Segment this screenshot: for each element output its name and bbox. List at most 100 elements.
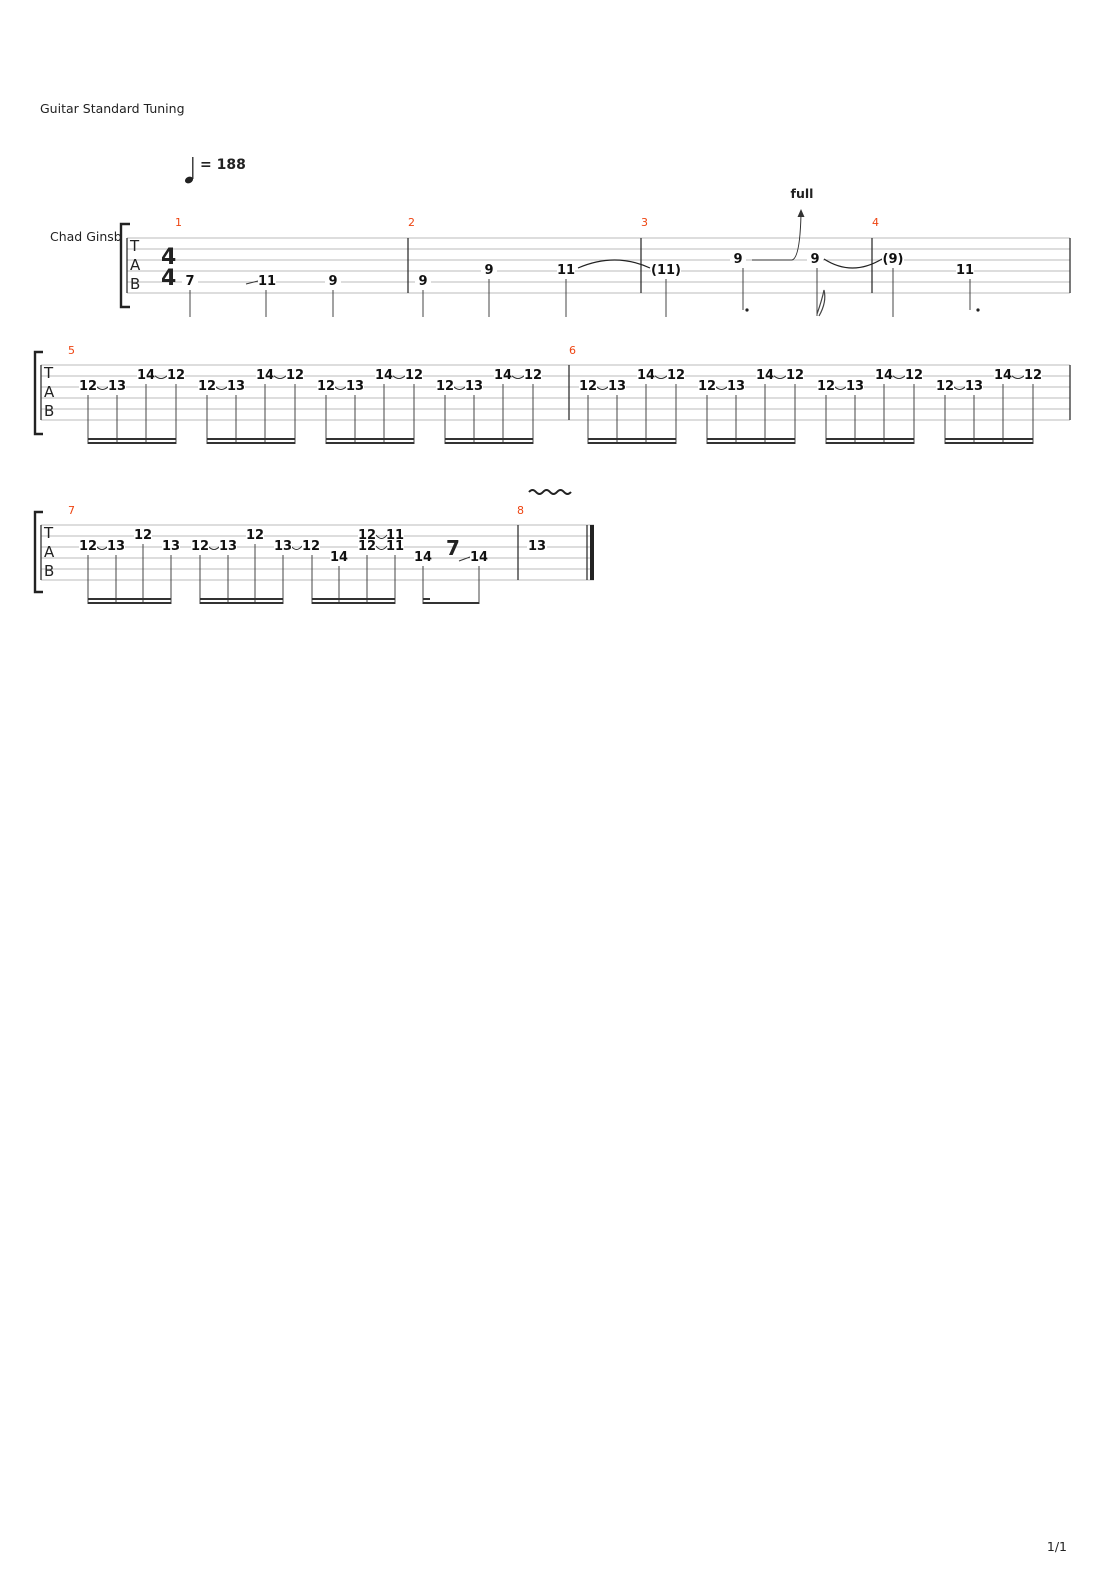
tab-letter-a: A xyxy=(44,383,55,401)
legato-arc xyxy=(333,385,348,390)
legato-arc xyxy=(772,374,788,379)
beam xyxy=(707,442,795,444)
fret-number: 13 xyxy=(965,379,983,394)
page-number: 1/1 xyxy=(1047,1539,1067,1554)
measure-number: 1 xyxy=(175,216,182,229)
sixteenth-note-groups: 12 13 14 12 12 13 14 12 12 13 14 12 12 13 14 12 12 13 14 12… xyxy=(79,368,1042,444)
measure-3: (11) 9 full 9 xyxy=(651,186,883,317)
tab-letter-b: B xyxy=(130,275,140,293)
fret-number: (9) xyxy=(883,252,904,267)
measure-2: 9 9 11 xyxy=(415,259,651,317)
time-signature-bottom: 4 xyxy=(161,266,176,291)
legato-arc xyxy=(833,385,848,390)
beam xyxy=(312,598,395,600)
fret-number: 14 xyxy=(330,550,348,565)
legato-arc xyxy=(891,374,907,379)
legato-arc xyxy=(214,385,229,390)
fret-number: 12 xyxy=(405,368,423,383)
fret-number: 9 xyxy=(810,252,819,267)
fret-number: 13 xyxy=(162,539,180,554)
eighth-flag xyxy=(816,289,826,317)
fret-number: 14 xyxy=(470,550,488,565)
fret-number: 13 xyxy=(465,379,483,394)
beam xyxy=(826,442,914,444)
tab-letter-t: T xyxy=(43,524,54,542)
beam xyxy=(423,602,479,604)
fret-number: 13 xyxy=(846,379,864,394)
measure-number: 2 xyxy=(408,216,415,229)
beam xyxy=(207,442,295,444)
measure-number: 8 xyxy=(517,504,524,517)
beam xyxy=(312,602,395,604)
fret-number: 13 xyxy=(727,379,745,394)
beam xyxy=(200,602,283,604)
time-signature-top: 4 xyxy=(161,245,176,270)
instrument-label: Chad Ginsb xyxy=(50,229,122,244)
beam xyxy=(945,438,1033,440)
sixteenth-rest-icon: 7 xyxy=(446,536,460,560)
fret-number: 12 xyxy=(358,539,376,554)
tuning-label: Guitar Standard Tuning xyxy=(40,101,185,116)
legato-arc xyxy=(272,374,288,379)
fret-number: 14 xyxy=(875,368,893,383)
system-bracket xyxy=(33,350,43,436)
legato-arc xyxy=(153,374,169,379)
beam xyxy=(707,438,795,440)
tempo-value: = 188 xyxy=(200,157,246,173)
fret-number: 13 xyxy=(274,539,292,554)
tab-staff xyxy=(127,237,1070,294)
vibrato-mark xyxy=(528,489,572,495)
fret-number: 12 xyxy=(79,539,97,554)
legato-arc xyxy=(595,385,610,390)
fret-number: 9 xyxy=(484,263,493,278)
fret-number: 14 xyxy=(375,368,393,383)
beam xyxy=(445,442,533,444)
legato-arc xyxy=(391,374,407,379)
slide-mark xyxy=(245,280,259,285)
dot-mark xyxy=(745,308,749,312)
fret-number: 12 xyxy=(302,539,320,554)
fret-number: 14 xyxy=(756,368,774,383)
bend-curve xyxy=(752,213,802,261)
tab-staff xyxy=(41,524,594,581)
measure-number: 5 xyxy=(68,344,75,357)
fret-number: 12 xyxy=(579,379,597,394)
legato-arc xyxy=(95,545,109,550)
fret-number: 11 xyxy=(557,263,575,278)
bend-label: full xyxy=(791,186,814,201)
legato-arc xyxy=(714,385,729,390)
beam xyxy=(326,438,414,440)
fret-number: 12 xyxy=(698,379,716,394)
beam xyxy=(200,598,283,600)
beam xyxy=(588,438,676,440)
tie-arc xyxy=(823,258,883,269)
final-barline xyxy=(590,525,594,580)
system-bracket xyxy=(33,510,43,594)
legato-arc xyxy=(95,385,110,390)
measure-number: 7 xyxy=(68,504,75,517)
fret-number: 12 xyxy=(317,379,335,394)
legato-arc xyxy=(375,545,388,550)
fret-number: 12 xyxy=(667,368,685,383)
fret-number: 13 xyxy=(108,379,126,394)
fret-number: 12 xyxy=(167,368,185,383)
fret-number: 14 xyxy=(494,368,512,383)
fret-number: 9 xyxy=(418,274,427,289)
fret-number: 14 xyxy=(994,368,1012,383)
measure-number: 6 xyxy=(569,344,576,357)
beam xyxy=(207,438,295,440)
fret-number: 12 xyxy=(286,368,304,383)
tab-letter-a: A xyxy=(130,256,141,274)
fret-number: 12 xyxy=(786,368,804,383)
tab-letter-b: B xyxy=(44,402,54,420)
fret-number: (11) xyxy=(651,263,681,278)
fret-number: 12 xyxy=(817,379,835,394)
beam xyxy=(945,442,1033,444)
fret-number: 12 xyxy=(436,379,454,394)
beam xyxy=(88,598,171,600)
fret-number: 7 xyxy=(185,274,194,289)
legato-arc xyxy=(375,534,388,539)
bend-arrow-icon xyxy=(797,209,805,217)
